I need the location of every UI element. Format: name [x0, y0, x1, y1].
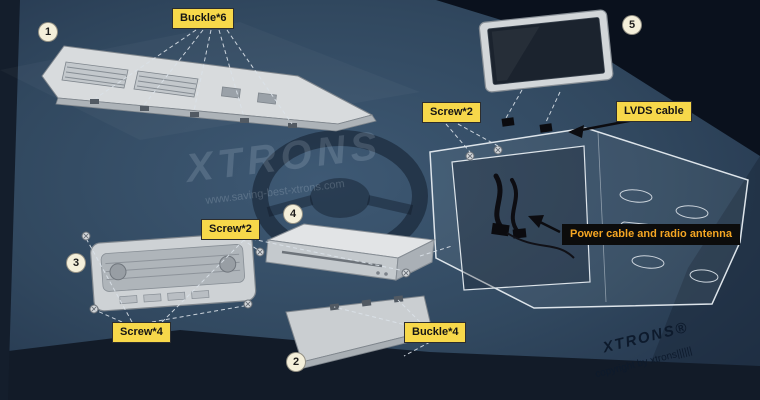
part-1-dashboard-top-trim — [41, 45, 377, 132]
label-power-cable: Power cable and radio antenna — [562, 224, 740, 245]
climate-knob-right — [219, 255, 237, 273]
screw-icon — [493, 145, 503, 155]
part-2-lower-trim-panel — [285, 295, 435, 369]
screw-icon — [243, 299, 253, 309]
screw-icon — [255, 247, 265, 257]
climate-knob-left — [109, 263, 127, 281]
power-connector — [491, 222, 510, 237]
marker-4: 4 — [283, 204, 303, 224]
screw-icon — [89, 304, 99, 314]
marker-2: 2 — [286, 352, 306, 372]
marker-5: 5 — [622, 15, 642, 35]
part-5-display-screen — [478, 9, 614, 93]
callout-dashed-lines — [86, 29, 561, 357]
buckle-tabs-top-trim — [90, 99, 297, 128]
marker-3: 3 — [66, 253, 86, 273]
part-3-climate-control-panel — [90, 232, 257, 312]
label-screw-4: Screw*4 — [112, 322, 171, 343]
label-screw-2-top: Screw*2 — [422, 102, 481, 123]
wiring-harness — [491, 117, 575, 259]
marker-1: 1 — [38, 22, 58, 42]
label-lvds-cable: LVDS cable — [616, 101, 692, 122]
screw-icon — [465, 151, 475, 161]
screen-panel — [487, 17, 605, 85]
lvds-connector — [501, 117, 515, 127]
part-4-head-unit — [265, 223, 436, 281]
power-arrow — [528, 215, 561, 234]
disc-slot — [281, 250, 383, 268]
label-buckle-4: Buckle*4 — [404, 322, 467, 343]
part-dashboard-frame — [429, 127, 749, 309]
screw-icon — [401, 268, 411, 278]
head-unit-cavity — [451, 145, 591, 291]
antenna-connector — [512, 228, 527, 239]
label-screw-2-mid: Screw*2 — [201, 219, 260, 240]
label-buckle-6: Buckle*6 — [172, 8, 235, 29]
lvds-connector-2 — [539, 123, 553, 133]
screw-icon — [81, 231, 91, 241]
